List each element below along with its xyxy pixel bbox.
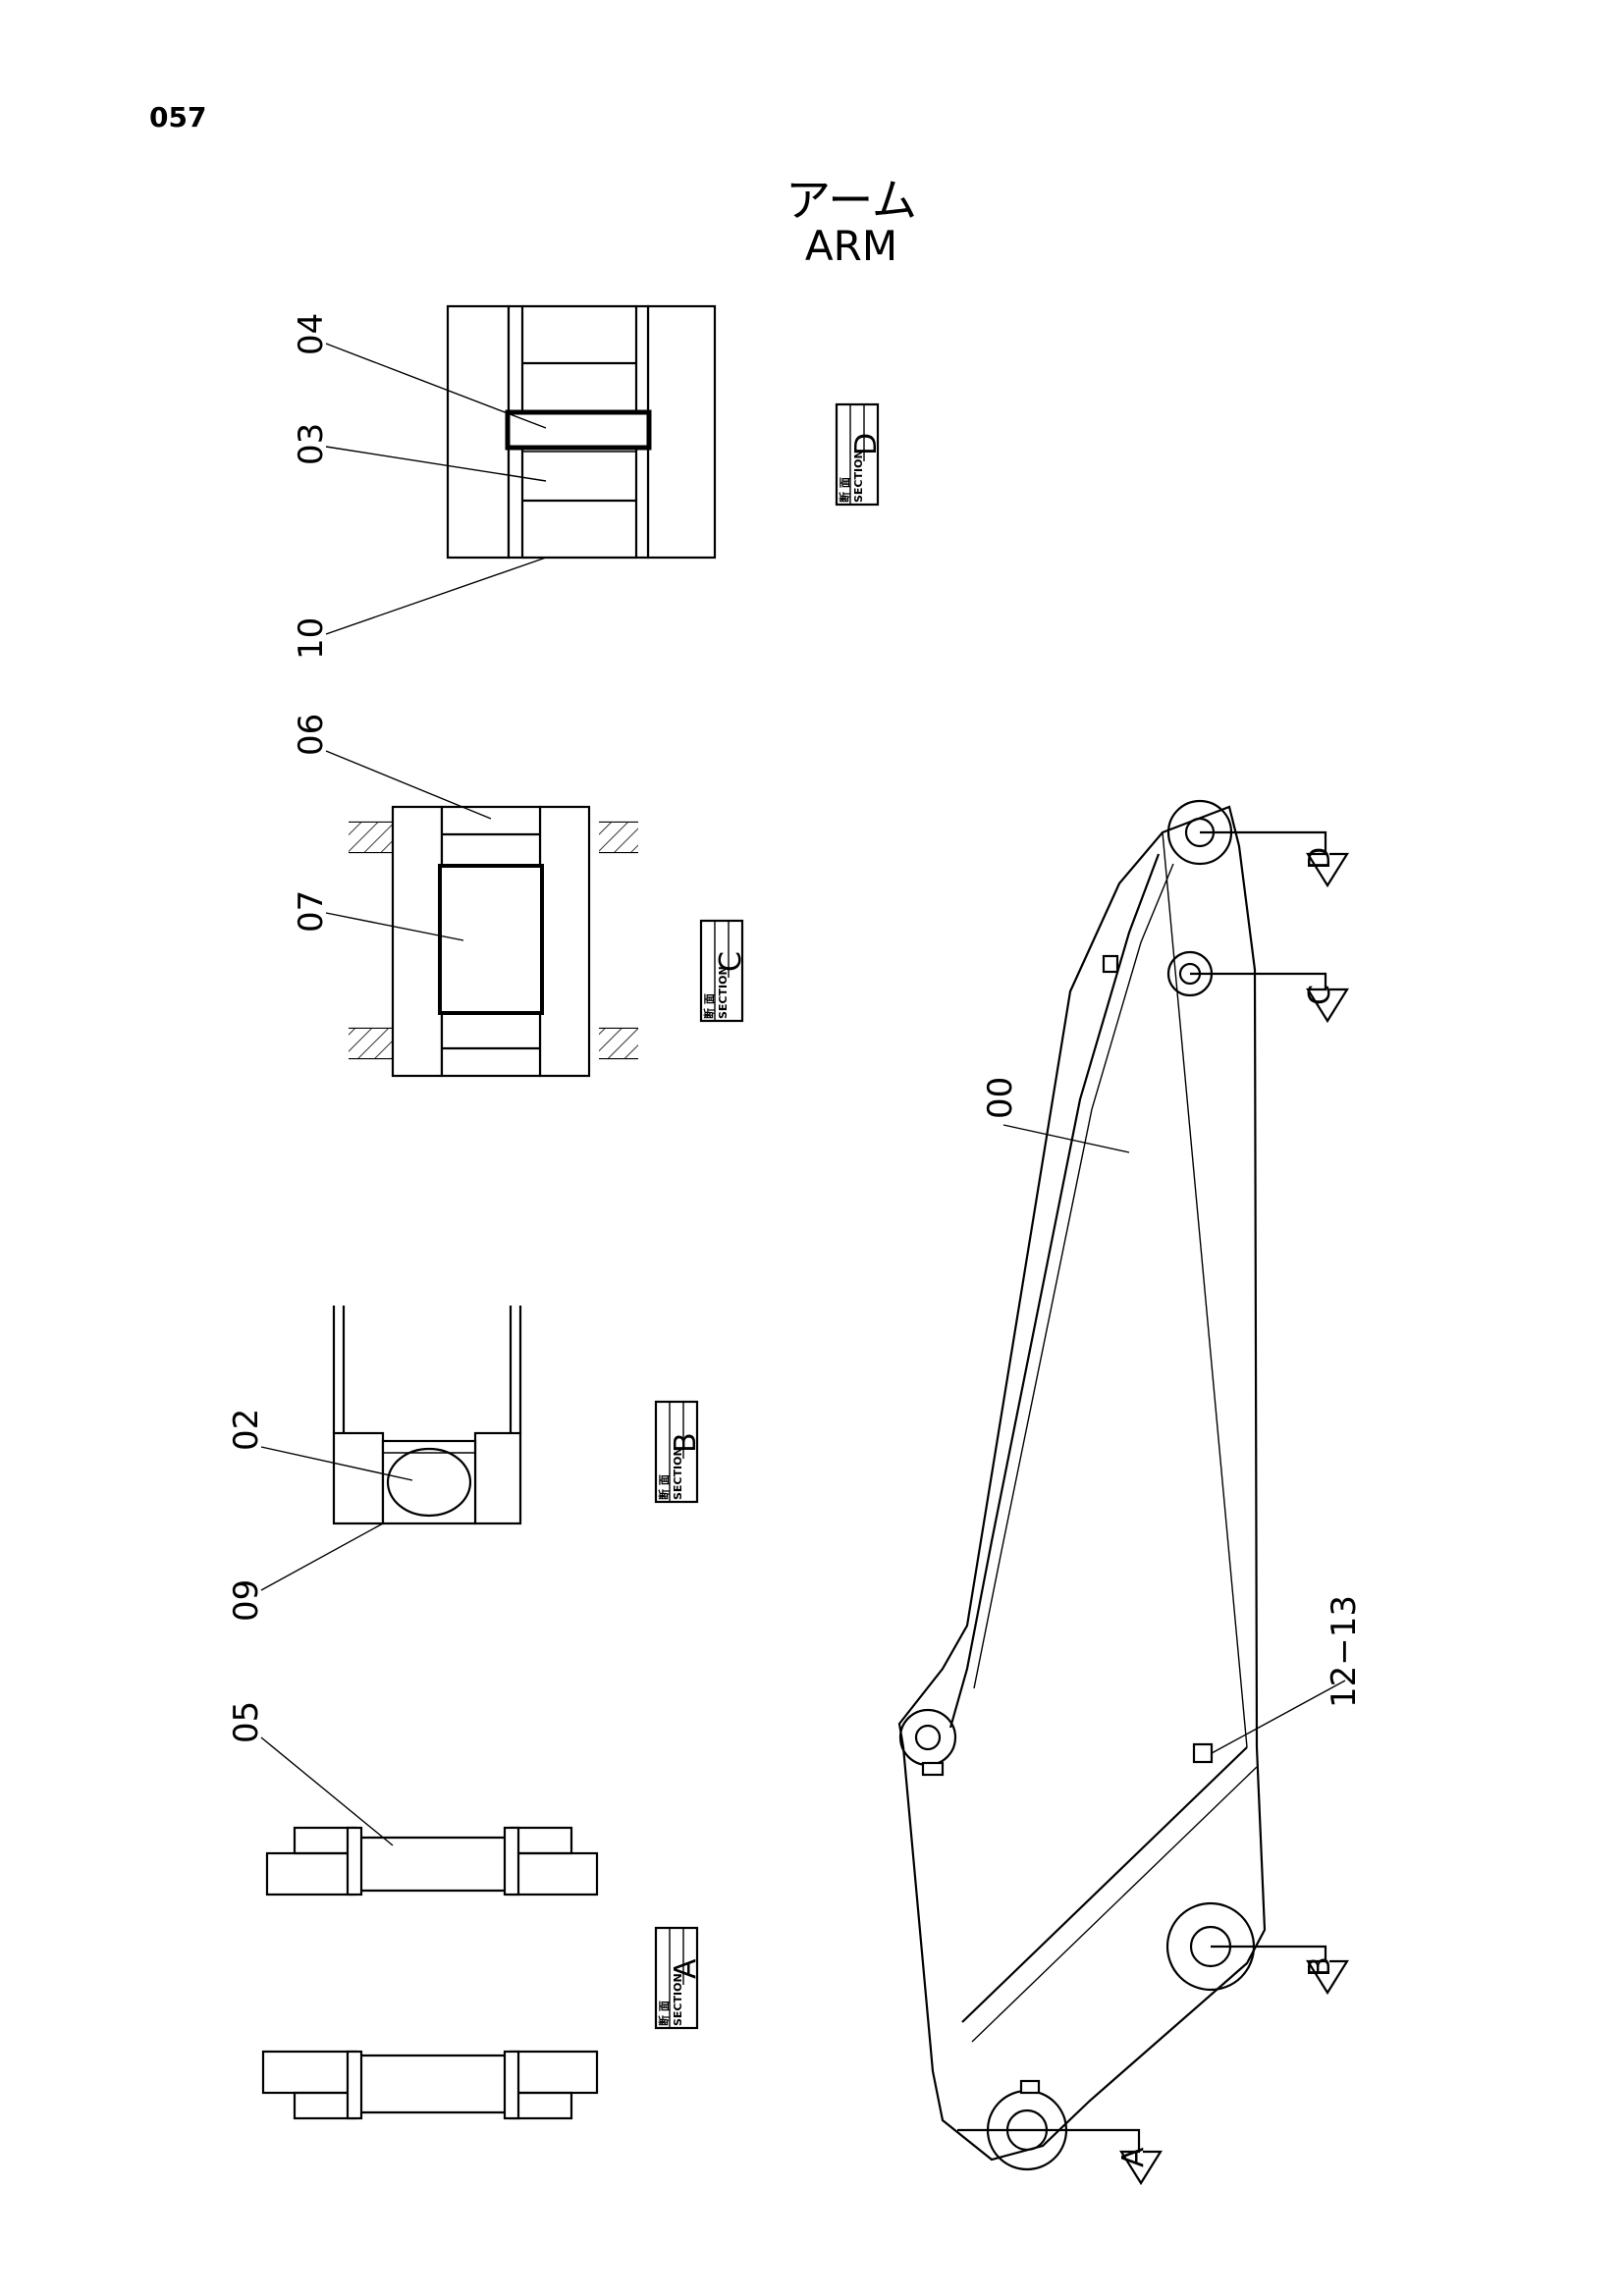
section-tag-b: 断 面 SECTION B — [654, 1400, 703, 1504]
title-english: ARM — [804, 222, 898, 270]
section-d-kanji: 断 面 — [838, 477, 851, 503]
part-label-05: 05 — [227, 1701, 266, 1743]
part-label-00: 00 — [981, 1077, 1020, 1119]
arm-body — [897, 799, 1267, 2171]
cut-label-c: C — [1303, 985, 1337, 1005]
section-c-letter: C — [714, 951, 748, 972]
section-tag-d: 断 面 SECTION D — [835, 402, 884, 507]
part-label-07: 07 — [292, 890, 331, 933]
section-d-word: SECTION — [852, 450, 865, 503]
part-label-10: 10 — [292, 617, 331, 660]
section-c-drawing — [349, 805, 638, 1078]
part-labels: 04 03 10 06 07 02 09 05 00 12−13 — [227, 313, 1364, 1743]
part-label-04: 04 — [292, 313, 331, 355]
section-b-word: SECTION — [672, 1447, 684, 1500]
section-cut-arrows: D C B A — [957, 830, 1349, 2186]
part-label-12-13: 12−13 — [1325, 1595, 1364, 1708]
section-b-letter: B — [669, 1432, 703, 1453]
section-tag-a: 断 面 SECTION A — [654, 1926, 703, 2030]
part-label-03: 03 — [292, 423, 331, 465]
cut-label-a: A — [1116, 2147, 1151, 2167]
section-tag-c: 断 面 SECTION C — [699, 919, 748, 1023]
section-c-word: SECTION — [717, 966, 730, 1019]
page-number: 057 — [149, 101, 207, 133]
section-b-kanji: 断 面 — [657, 1474, 671, 1500]
part-label-02: 02 — [227, 1409, 266, 1451]
section-b-drawing — [332, 1306, 522, 1525]
cut-label-d: D — [1303, 847, 1337, 870]
section-a-letter: A — [669, 1958, 703, 1979]
part-label-06: 06 — [292, 714, 331, 756]
cut-label-b: B — [1303, 1956, 1337, 1977]
section-a-word: SECTION — [672, 1973, 684, 2026]
section-a-drawing — [261, 1826, 599, 2120]
leader-lines — [260, 343, 1346, 1846]
section-d-drawing — [446, 304, 717, 560]
title-japanese: アーム — [785, 174, 917, 227]
section-c-kanji: 断 面 — [702, 993, 716, 1019]
section-d-letter: D — [849, 433, 884, 455]
part-label-09: 09 — [227, 1579, 266, 1622]
section-a-kanji: 断 面 — [657, 2001, 671, 2026]
